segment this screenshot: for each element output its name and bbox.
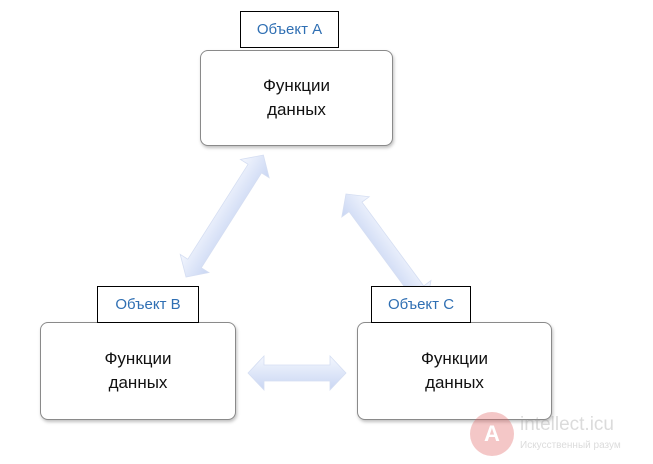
object-c-label: Функции данных — [421, 349, 488, 392]
object-c-tag: Объект С — [371, 286, 471, 323]
arrow-b-c — [247, 354, 347, 392]
object-b-label: Функции данных — [104, 349, 172, 392]
object-a-tag: Объект А — [240, 11, 339, 48]
object-a-label: Функции данных — [263, 76, 330, 119]
watermark-subtitle: Искусственный разум — [520, 440, 621, 451]
arrow-a-b — [179, 154, 270, 278]
object-b-tag: Объект В — [97, 286, 199, 323]
watermark-logo-icon: A — [470, 412, 514, 456]
object-b-box: Функции данных — [40, 322, 236, 420]
watermark: A intellect.icu Искусственный разум — [470, 410, 650, 460]
object-c-box: Функции данных — [357, 322, 552, 420]
object-a-box: Функции данных — [200, 50, 393, 146]
watermark-title: intellect.icu — [520, 414, 614, 435]
